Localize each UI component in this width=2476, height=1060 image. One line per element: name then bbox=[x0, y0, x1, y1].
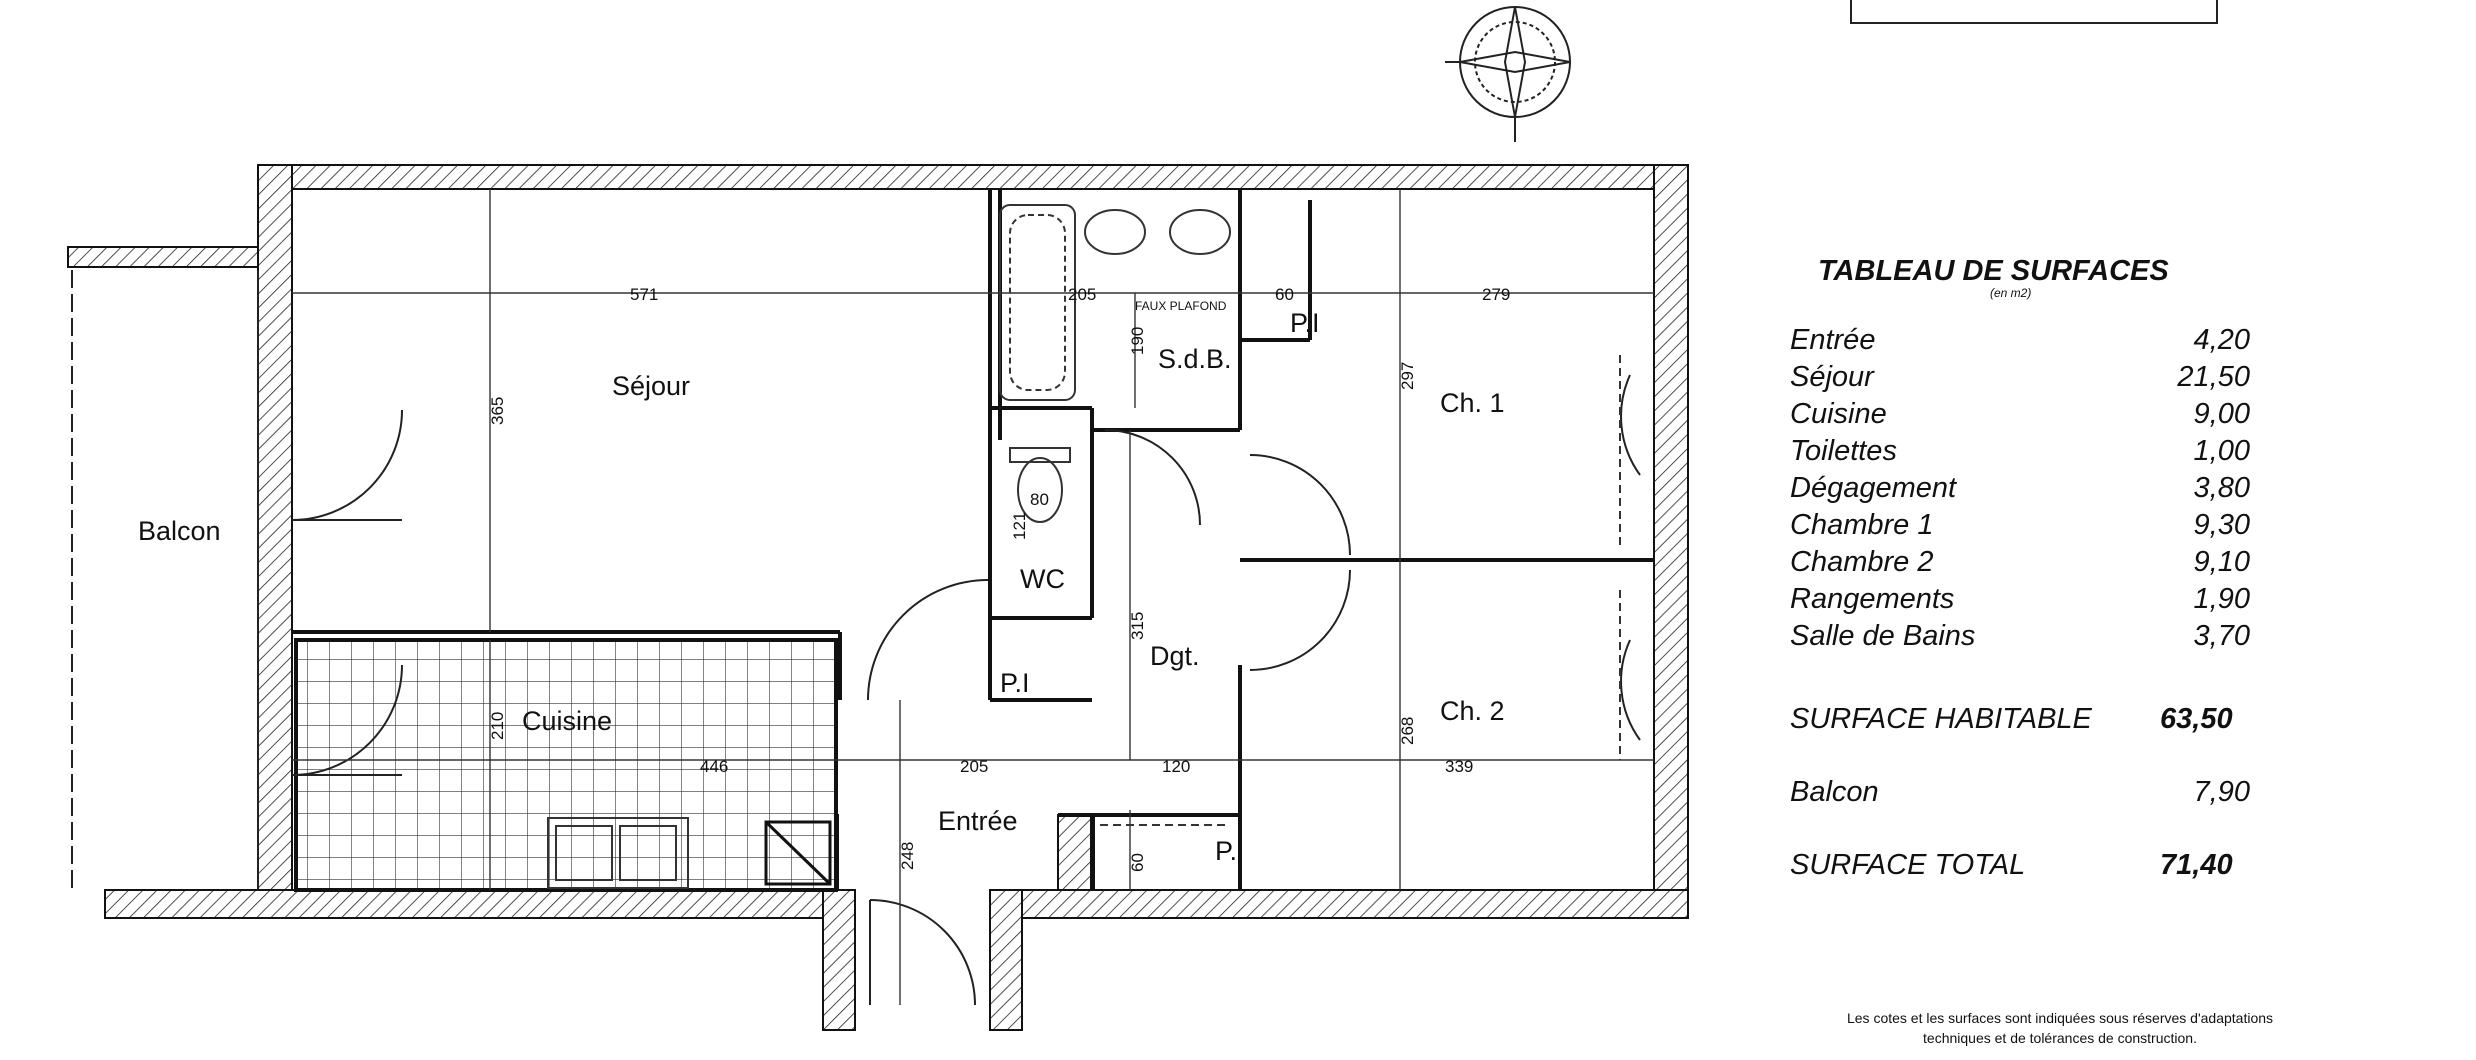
dim-label: 339 bbox=[1445, 757, 1473, 776]
row-value: 9,10 bbox=[2193, 546, 2250, 578]
dim-label: 60 bbox=[1275, 285, 1294, 304]
row-label: Dégagement bbox=[1790, 472, 1957, 504]
row-value: 9,00 bbox=[2193, 398, 2250, 430]
kitchen-floor-tiles bbox=[294, 638, 838, 892]
sink-icon bbox=[547, 817, 689, 889]
dim-label: 205 bbox=[960, 757, 988, 776]
surface-total-value: 71,40 bbox=[2160, 849, 2233, 881]
table-row: Séjour 21,50 bbox=[1790, 359, 2250, 396]
interior-walls bbox=[292, 189, 1654, 890]
surface-table: TABLEAU DE SURFACES (en m2) Entrée 4,20 S… bbox=[1790, 255, 2310, 882]
row-label: Entrée bbox=[1790, 324, 1876, 356]
dim-label: 190 bbox=[1128, 327, 1147, 355]
table-title: TABLEAU DE SURFACES bbox=[1818, 255, 2169, 287]
room-label-sdb: S.d.B. bbox=[1158, 344, 1232, 374]
balcon-row: Balcon 7,90 bbox=[1790, 776, 2250, 809]
dim-label: 297 bbox=[1398, 362, 1417, 390]
row-value: 3,80 bbox=[2193, 472, 2250, 504]
storage-label-pi: P.I bbox=[1290, 308, 1320, 338]
footnote-line: Les cotes et les surfaces sont indiquées… bbox=[1846, 1010, 2274, 1026]
table-row: Dégagement 3,80 bbox=[1790, 470, 2250, 507]
room-label-wc: WC bbox=[1020, 564, 1065, 594]
row-label: Toilettes bbox=[1790, 435, 1897, 467]
exterior-walls bbox=[67, 164, 1689, 1031]
row-value: 1,00 bbox=[2193, 435, 2250, 467]
window-marks bbox=[1100, 355, 1621, 826]
surface-total-row: SURFACE TOTAL 71,40 bbox=[1790, 849, 2250, 882]
balcony bbox=[71, 270, 259, 890]
footnote-line: techniques et de tolérances de construct… bbox=[1923, 1030, 2197, 1046]
table-row: Chambre 2 9,10 bbox=[1790, 544, 2250, 581]
room-label-balcon: Balcon bbox=[138, 516, 221, 546]
balcon-value: 7,90 bbox=[2193, 776, 2250, 808]
room-label-dgt: Dgt. bbox=[1150, 641, 1200, 671]
dim-label: 248 bbox=[898, 842, 917, 870]
table-row: Toilettes 1,00 bbox=[1790, 433, 2250, 470]
washbasin-icon bbox=[1084, 209, 1231, 255]
surface-habitable-value: 63,50 bbox=[2160, 703, 2233, 735]
row-value: 21,50 bbox=[2177, 361, 2250, 393]
table-unit: (en m2) bbox=[1990, 286, 2032, 300]
table-row: Salle de Bains 3,70 bbox=[1790, 618, 2250, 655]
dim-label: 315 bbox=[1128, 612, 1147, 640]
row-label: Chambre 1 bbox=[1790, 509, 1934, 541]
table-row: Chambre 1 9,30 bbox=[1790, 507, 2250, 544]
title-box: NE VARIETUR bbox=[1850, 0, 2218, 24]
room-label-ch2: Ch. 2 bbox=[1440, 696, 1505, 726]
table-row: Rangements 1,90 bbox=[1790, 581, 2250, 618]
surface-habitable-label: SURFACE HABITABLE bbox=[1790, 703, 2092, 735]
dim-label: 80 bbox=[1030, 490, 1049, 509]
row-value: 4,20 bbox=[2193, 324, 2250, 356]
balcon-label: Balcon bbox=[1790, 776, 1879, 808]
surface-total-label: SURFACE TOTAL bbox=[1790, 849, 2026, 881]
room-label-sejour: Séjour bbox=[612, 371, 690, 401]
dim-label: 365 bbox=[488, 397, 507, 425]
storage-label-pi: P.I bbox=[1215, 836, 1245, 866]
shaft-icon bbox=[764, 820, 832, 886]
surface-habitable-row: SURFACE HABITABLE 63,50 bbox=[1790, 703, 2250, 736]
floor-plan: Séjour Balcon Cuisine Entrée Dgt. WC S.d… bbox=[67, 6, 1689, 1031]
row-value: 1,90 bbox=[2193, 583, 2250, 615]
row-label: Séjour bbox=[1790, 361, 1874, 393]
room-label-ch1: Ch. 1 bbox=[1440, 388, 1505, 418]
table-row: Cuisine 9,00 bbox=[1790, 396, 2250, 433]
footnote: Les cotes et les surfaces sont indiquées… bbox=[1800, 1008, 2320, 1048]
dimension-lines bbox=[292, 189, 1654, 1005]
dim-label: 268 bbox=[1398, 717, 1417, 745]
dim-label: 571 bbox=[630, 285, 658, 304]
dim-label: 279 bbox=[1482, 285, 1510, 304]
room-label-cuisine: Cuisine bbox=[522, 706, 612, 736]
bathtub-icon bbox=[999, 204, 1076, 401]
dim-label: 121 bbox=[1010, 512, 1029, 540]
row-label: Chambre 2 bbox=[1790, 546, 1934, 578]
row-label: Rangements bbox=[1790, 583, 1955, 615]
shaft-icon bbox=[764, 820, 832, 886]
row-value: 9,30 bbox=[2193, 509, 2250, 541]
dim-label: 446 bbox=[700, 757, 728, 776]
dim-label: 120 bbox=[1162, 757, 1190, 776]
kitchen-floor-tiles bbox=[296, 640, 836, 890]
dim-label: 60 bbox=[1128, 853, 1147, 872]
dim-label: 205 bbox=[1068, 285, 1096, 304]
room-label-entree: Entrée bbox=[938, 806, 1018, 836]
door-swings bbox=[291, 374, 1641, 1006]
table-row: Entrée 4,20 bbox=[1790, 322, 2250, 359]
toilet-icon bbox=[1009, 447, 1071, 523]
row-label: Salle de Bains bbox=[1790, 620, 1976, 652]
row-label: Cuisine bbox=[1790, 398, 1887, 430]
storage-label-pi: P.I bbox=[1000, 668, 1030, 698]
false-ceiling-label: FAUX PLAFOND bbox=[1135, 299, 1227, 313]
row-value: 3,70 bbox=[2193, 620, 2250, 652]
dim-label: 210 bbox=[488, 712, 507, 740]
compass-rose-icon bbox=[1445, 6, 1571, 142]
